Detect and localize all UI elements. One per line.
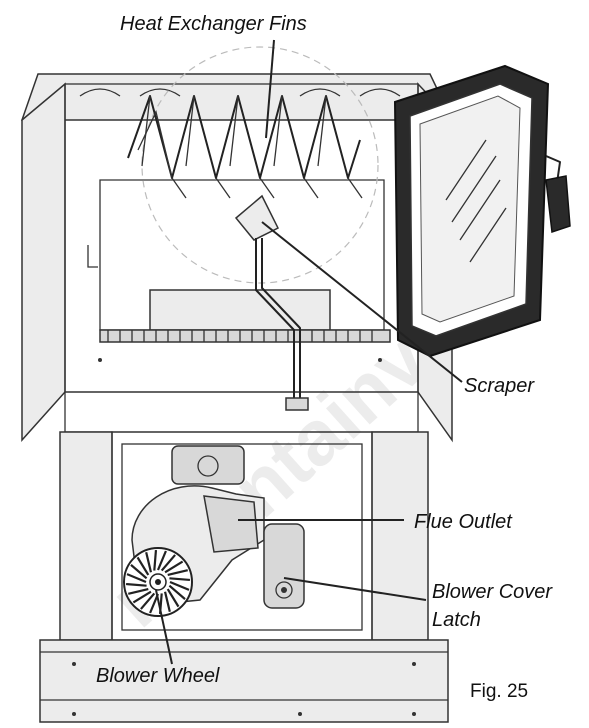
fins-detail-circle bbox=[141, 46, 379, 284]
flue-outlet bbox=[203, 495, 259, 553]
label-flue-outlet: Flue Outlet bbox=[414, 511, 512, 533]
heat-exchanger-fins bbox=[127, 95, 363, 199]
leader-blower-wheel bbox=[155, 589, 173, 665]
label-blower-cover-latch-line2: Latch bbox=[432, 609, 481, 631]
scraper bbox=[234, 194, 309, 411]
label-blower-wheel: Blower Wheel bbox=[96, 665, 220, 687]
blower-wheel bbox=[123, 547, 193, 617]
label-blower-cover-latch-line1: Blower Cover bbox=[432, 581, 553, 603]
label-scraper: Scraper bbox=[464, 375, 535, 397]
stove-base bbox=[39, 639, 449, 723]
blower-cover-latch bbox=[263, 523, 305, 609]
leader-fins bbox=[265, 39, 275, 139]
figure-caption: Fig. 25 bbox=[470, 681, 529, 702]
leader-latch bbox=[283, 577, 427, 601]
leader-lines bbox=[155, 39, 463, 665]
blower-compartment bbox=[59, 431, 429, 641]
stove-door bbox=[393, 64, 571, 358]
label-heat-exchanger-fins: Heat Exchanger Fins bbox=[120, 13, 307, 35]
leader-scraper bbox=[261, 221, 463, 383]
